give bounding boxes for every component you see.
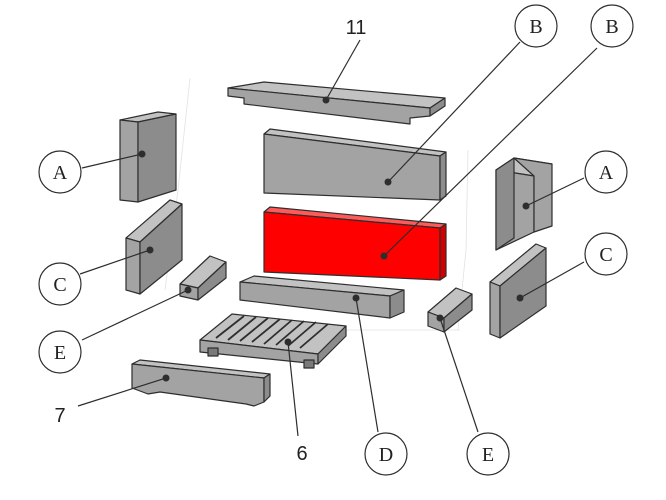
part-b-back-panel-highlighted[interactable]	[263, 206, 447, 281]
grate-bars	[215, 315, 329, 349]
callout-d-bottom: D	[364, 432, 408, 476]
callout-e-left: E	[38, 330, 82, 374]
label-7: 7	[54, 405, 65, 427]
svg-text:C: C	[599, 244, 612, 266]
part-b-back-panel[interactable]	[263, 128, 447, 201]
callout-a-left: A	[38, 150, 82, 194]
svg-text:A: A	[599, 162, 614, 184]
part-e-left-small-brick[interactable]	[179, 255, 227, 301]
svg-text:D: D	[379, 444, 393, 466]
svg-text:B: B	[529, 16, 542, 38]
callout-c-left: C	[38, 262, 82, 306]
callout-a-right: A	[584, 150, 628, 194]
svg-text:C: C	[53, 274, 66, 296]
part-11-top-plate[interactable]	[227, 81, 446, 125]
leader-lines	[77, 39, 598, 437]
label-11: 11	[346, 17, 367, 39]
svg-text:E: E	[54, 342, 66, 364]
svg-text:A: A	[53, 162, 68, 184]
svg-text:B: B	[605, 16, 618, 38]
callout-b-top-2: B	[590, 4, 634, 48]
part-d-front-bar[interactable]	[239, 275, 405, 319]
part-a-left-side-brick[interactable]	[119, 111, 177, 203]
part-7-front-lip[interactable]	[131, 359, 271, 407]
callout-e-bottom: E	[466, 432, 510, 476]
label-6: 6	[296, 443, 307, 465]
svg-text:E: E	[482, 444, 494, 466]
part-a-right-side-brick[interactable]	[495, 157, 553, 251]
callout-c-right: C	[584, 232, 628, 276]
part-c-right-lower-brick[interactable]	[489, 243, 547, 339]
part-e-right-small-brick[interactable]	[427, 287, 473, 333]
part-6-grate[interactable]	[199, 313, 347, 369]
part-c-left-lower-brick[interactable]	[125, 199, 183, 295]
callout-b-top-1: B	[514, 4, 558, 48]
